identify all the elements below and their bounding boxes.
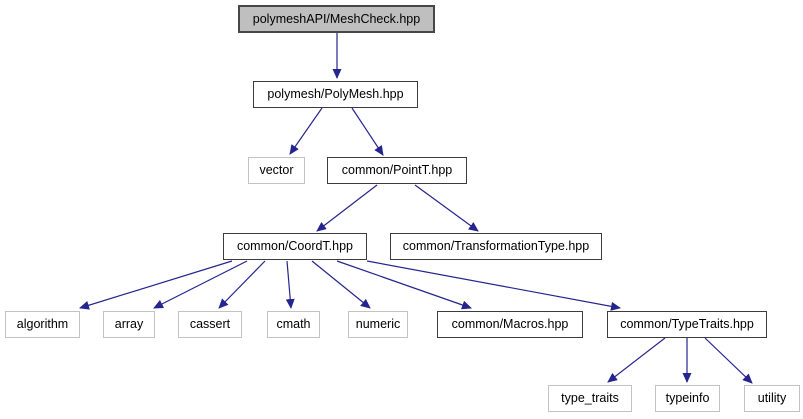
node-array: array (103, 311, 155, 338)
edge-coordt-cassert (218, 260, 266, 309)
edge-coordt-algorithm (79, 260, 233, 310)
node-transformationtype[interactable]: common/TransformationType.hpp (390, 233, 602, 260)
edge-coordt-typetraits (366, 260, 621, 311)
edge-typetraits-utility (704, 337, 753, 384)
edge-coordt-array (153, 260, 248, 309)
edge-coordt-macros (336, 260, 472, 310)
node-meshcheck: polymeshAPI/MeshCheck.hpp (238, 5, 435, 33)
node-algorithm: algorithm (5, 311, 80, 338)
node-vector: vector (248, 157, 305, 184)
node-type_traits: type_traits (548, 385, 632, 412)
edge-polymesh-pointt (351, 107, 384, 156)
node-cassert: cassert (178, 311, 242, 338)
node-pointt[interactable]: common/PointT.hpp (327, 157, 467, 184)
node-cmath: cmath (267, 311, 320, 338)
node-macros[interactable]: common/Macros.hpp (437, 311, 583, 338)
edge-coordt-numeric (311, 260, 371, 309)
edge-polymesh-vector (289, 107, 323, 155)
node-typetraits[interactable]: common/TypeTraits.hpp (607, 311, 767, 338)
node-coordt[interactable]: common/CoordT.hpp (223, 233, 367, 260)
edge-coordt-cmath (285, 260, 295, 309)
node-polymesh[interactable]: polymesh/PolyMesh.hpp (253, 81, 418, 108)
edge-pointt-transformationtype (414, 184, 479, 232)
node-typeinfo: typeinfo (655, 385, 720, 412)
node-utility: utility (744, 385, 800, 412)
node-numeric: numeric (348, 311, 408, 338)
edge-typetraits-type_traits (607, 337, 666, 383)
edge-pointt-coordt (316, 184, 378, 232)
